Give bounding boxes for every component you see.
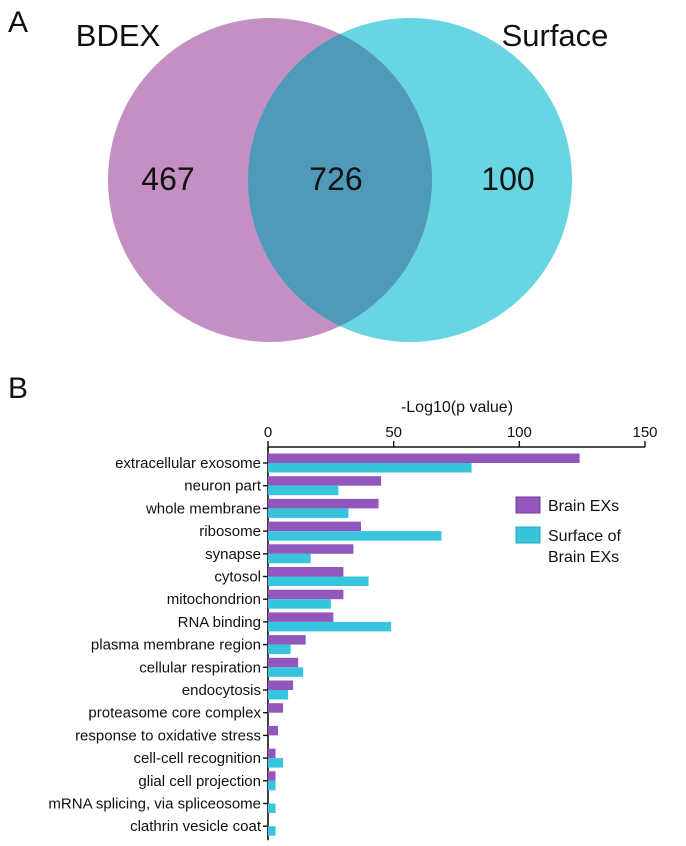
bar-brain-exs — [268, 748, 276, 759]
bar-brain-exs — [268, 453, 580, 463]
bar-surface-brain-exs — [268, 667, 304, 677]
x-tick-label: 150 — [632, 424, 657, 441]
panel-b-letter: B — [8, 372, 28, 405]
panel-b: B -Log10(p value) 0 50 100 150 extracellular… — [8, 372, 658, 841]
bar-brain-exs — [268, 725, 279, 736]
venn-overlap-region — [248, 18, 432, 342]
y-tick-label: cytosol — [214, 569, 261, 586]
bar-surface-brain-exs — [268, 463, 472, 473]
bar-brain-exs — [268, 635, 306, 645]
venn-label-surface: Surface — [502, 18, 609, 53]
y-tick-label: proteasome core complex — [88, 705, 261, 722]
bar-brain-exs — [268, 612, 334, 622]
x-tick-label: 50 — [385, 424, 402, 441]
panel-a-letter: A — [8, 6, 28, 39]
bar-brain-exs — [268, 680, 294, 690]
bar-surface-brain-exs — [268, 826, 276, 836]
legend-swatch — [515, 526, 541, 544]
y-tick-label: plasma membrane region — [91, 637, 261, 654]
y-tick-label: ribosome — [199, 523, 261, 540]
panel-a: A BDEX Surface 467 726 100 — [8, 6, 608, 342]
x-axis-label: -Log10(p value) — [401, 399, 513, 416]
bar-surface-brain-exs — [268, 485, 339, 496]
y-tick-label: neuron part — [184, 478, 262, 495]
y-tick-label: extracellular exosome — [115, 455, 261, 472]
y-tick-label: cell-cell recognition — [133, 750, 261, 767]
y-tick-label: glial cell projection — [138, 773, 261, 790]
y-tick-label: synapse — [205, 546, 261, 563]
bar-brain-exs — [268, 703, 284, 713]
bar-brain-exs — [268, 657, 299, 668]
y-tick-label: clathrin vesicle coat — [130, 818, 262, 835]
bar-brain-exs — [268, 589, 344, 600]
bar-surface-brain-exs — [268, 599, 331, 609]
bar-surface-brain-exs — [268, 644, 291, 655]
legend-swatch — [515, 496, 541, 514]
y-tick-label: cellular respiration — [139, 659, 261, 676]
venn-count-bdex-only: 467 — [141, 161, 194, 197]
bar-brain-exs — [268, 476, 382, 486]
bar-surface-brain-exs — [268, 508, 349, 518]
bar-surface-brain-exs — [268, 576, 369, 586]
bar-chart: 0 50 100 150 extracellular exosome neuron par… — [48, 424, 658, 841]
y-tick-label: whole membrane — [145, 500, 261, 517]
bar-surface-brain-exs — [268, 531, 442, 541]
bar-surface-brain-exs — [268, 621, 392, 632]
bar-brain-exs — [268, 521, 361, 532]
bar-brain-exs — [268, 498, 379, 509]
bar-surface-brain-exs — [268, 553, 311, 564]
bar-brain-exs — [268, 771, 276, 781]
y-tick-label: RNA binding — [178, 614, 261, 631]
y-tick-label: endocytosis — [182, 682, 261, 699]
bar-surface-brain-exs — [268, 690, 289, 700]
bar-surface-brain-exs — [268, 758, 284, 768]
bar-brain-exs — [268, 567, 344, 577]
venn-count-overlap: 726 — [309, 161, 362, 197]
bar-brain-exs — [268, 544, 354, 554]
venn-count-surface-only: 100 — [481, 161, 534, 197]
legend-label: Brain EXs — [548, 549, 619, 566]
y-tick-label: response to oxidative stress — [75, 727, 261, 744]
venn-label-bdex: BDEX — [76, 18, 161, 53]
bar-surface-brain-exs — [268, 780, 276, 791]
legend-label: Brain EXs — [548, 498, 619, 515]
x-tick-label: 100 — [507, 424, 532, 441]
y-tick-label: mRNA splicing, via spliceosome — [48, 796, 261, 813]
legend-label: Surface of — [548, 528, 621, 545]
bar-surface-brain-exs — [268, 803, 276, 813]
x-tick-label: 0 — [264, 424, 272, 441]
y-tick-label: mitochondrion — [167, 591, 261, 608]
